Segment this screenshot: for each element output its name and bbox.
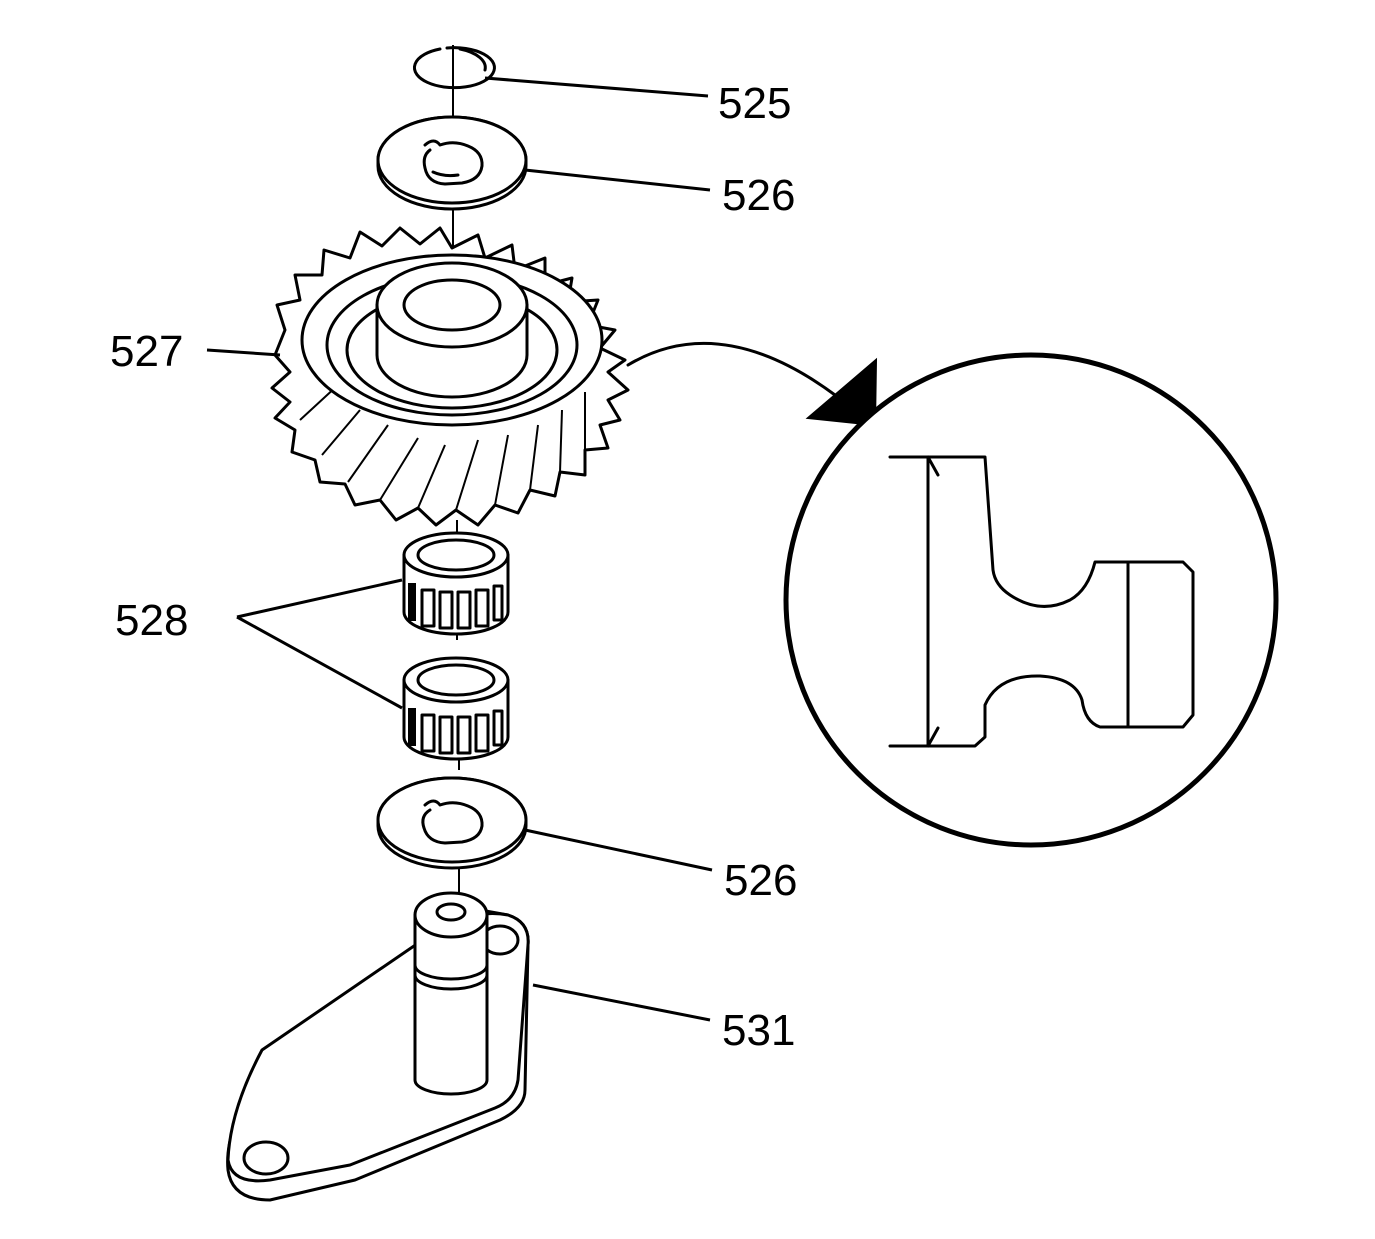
thrust-washer-lower-part — [376, 776, 528, 870]
callout-527: 527 — [110, 327, 183, 376]
callout-525: 525 — [718, 79, 791, 128]
needle-bearing-upper-part — [402, 531, 510, 636]
snap-ring-part — [412, 46, 496, 90]
callout-labels: 525 526 527 528 526 531 — [110, 79, 797, 1055]
thrust-washer-upper-part — [376, 115, 528, 211]
detail-view-circle — [783, 352, 1279, 848]
shaft-plate-part — [226, 891, 530, 1202]
callout-528: 528 — [115, 596, 188, 645]
callout-526-upper: 526 — [722, 171, 795, 220]
needle-bearing-lower-part — [402, 656, 510, 761]
callout-526-lower: 526 — [724, 856, 797, 905]
callout-531: 531 — [722, 1006, 795, 1055]
helical-gear-part — [270, 226, 630, 527]
leader-lines — [206, 76, 713, 1022]
detail-arrow — [626, 341, 878, 427]
